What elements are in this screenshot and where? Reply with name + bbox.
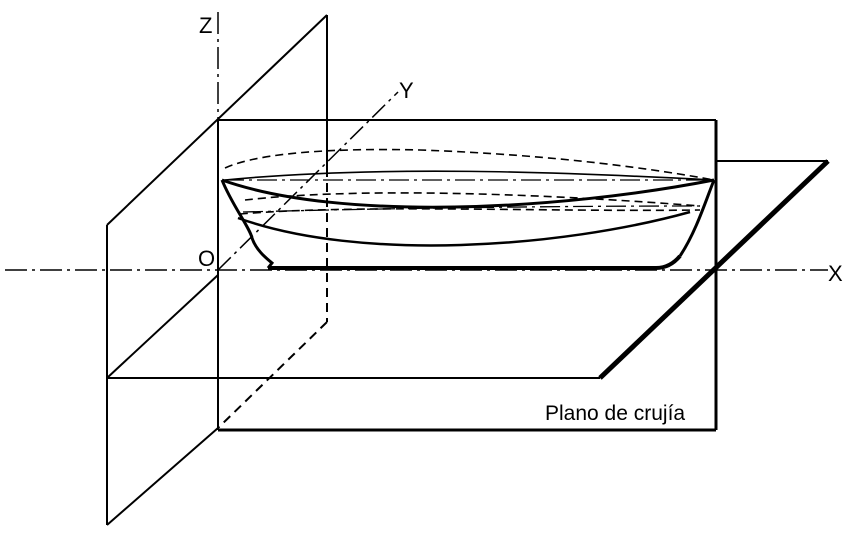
ship-hull bbox=[220, 148, 716, 270]
x-axis-label: X bbox=[828, 261, 843, 286]
transverse-plane-hidden-edge bbox=[217, 321, 328, 429]
hull-deck-outline-dashed bbox=[224, 148, 715, 181]
base-plane-left-edge bbox=[106, 274, 219, 379]
hull-waterline-dashed bbox=[244, 192, 701, 207]
origin-label: O bbox=[198, 246, 215, 271]
transverse-plane-bottom-edge bbox=[106, 427, 219, 526]
centerline-plane-label: Plano de crujía bbox=[545, 402, 685, 425]
hull-sheer-line-solid bbox=[224, 170, 715, 181]
hull-deck-line-solid bbox=[221, 178, 715, 209]
y-axis bbox=[217, 91, 399, 271]
axes bbox=[5, 12, 828, 271]
hull-bilge-line-solid bbox=[237, 210, 691, 247]
centerline-plane bbox=[217, 119, 718, 432]
hull-centerline-lower bbox=[242, 205, 701, 213]
hull-bow-profile bbox=[678, 179, 716, 257]
hull-keel bbox=[268, 254, 682, 270]
z-axis-label: Z bbox=[199, 13, 212, 38]
hull-far-bilge-dashed bbox=[239, 208, 701, 215]
y-axis-label: Y bbox=[399, 78, 414, 103]
hull-stern-profile bbox=[220, 179, 275, 269]
